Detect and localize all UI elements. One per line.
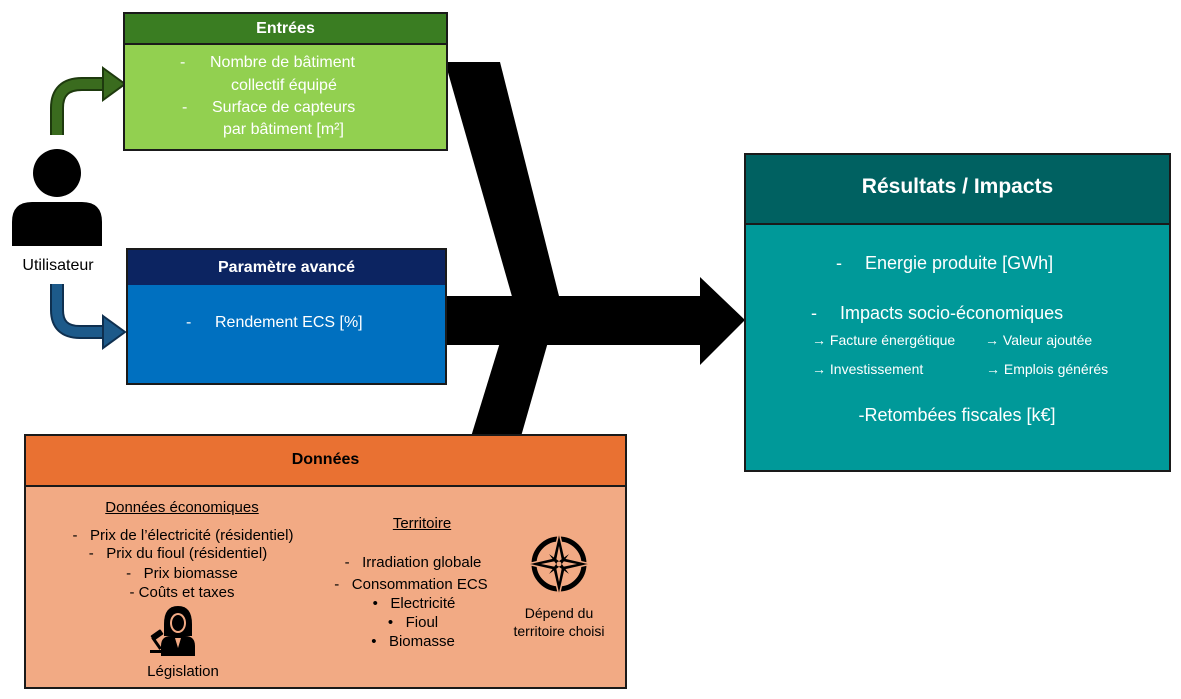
results-sub-3: → Investissement xyxy=(812,361,924,377)
data-title: Données xyxy=(291,451,360,468)
territory-item-4: • Fioul xyxy=(387,614,439,631)
inputs-header: Entrées xyxy=(125,14,446,45)
advanced-header: Paramètre avancé xyxy=(128,250,445,285)
economic-item-4: - Coûts et taxes xyxy=(129,584,235,601)
judge-icon xyxy=(150,606,195,656)
results-fiscal: -Retombées fiscales [k€] xyxy=(858,405,1056,425)
user-label: Utilisateur xyxy=(22,257,94,274)
advanced-dash: - xyxy=(186,314,192,331)
economic-item-1: - Prix de l’électricité (résidentiel) xyxy=(72,527,294,544)
compass-icon xyxy=(527,532,591,596)
territory-item-2: - Consommation ECS xyxy=(334,576,488,593)
inputs-item-1-cont: collectif équipé xyxy=(231,77,337,94)
data-box: Données Données économiques - Prix de l’… xyxy=(24,434,627,689)
results-impacts-dash: - xyxy=(811,303,817,323)
inputs-box: Entrées - Nombre de bâtiment collectif é… xyxy=(123,12,448,151)
person-icon xyxy=(12,149,102,246)
economic-item-3: - Prix biomasse xyxy=(126,565,238,582)
economic-item-2: - Prix du fioul (résidentiel) xyxy=(88,545,268,562)
arrow-shaft xyxy=(445,277,745,365)
results-header: Résultats / Impacts xyxy=(746,155,1169,225)
territory-item-5: • Biomasse xyxy=(371,633,455,650)
results-energy: Energie produite [GWh] xyxy=(865,253,1054,273)
inputs-item-2: Surface de capteurs xyxy=(212,99,356,116)
territory-note-2: territoire choisi xyxy=(513,623,605,639)
results-impacts: Impacts socio-économiques xyxy=(840,303,1064,323)
data-header: Données xyxy=(26,436,625,487)
results-title: Résultats / Impacts xyxy=(861,175,1054,198)
advanced-box: Paramètre avancé - Rendement ECS [%] xyxy=(126,248,447,385)
territory-item-1: - Irradiation globale xyxy=(344,554,482,571)
results-sub-1: → Facture énergétique xyxy=(812,332,956,348)
territory-heading: Territoire xyxy=(392,515,452,532)
territory-item-3: • Electricité xyxy=(372,595,456,612)
inputs-dash-2: - xyxy=(182,99,188,116)
inputs-dash-1: - xyxy=(180,54,186,71)
results-sub-4: → Emplois générés xyxy=(986,361,1109,377)
inputs-item-1: Nombre de bâtiment xyxy=(210,54,355,71)
results-box: Résultats / Impacts - Energie produite [… xyxy=(744,153,1171,472)
territory-note-1: Dépend du xyxy=(524,605,594,621)
advanced-title: Paramètre avancé xyxy=(218,259,355,276)
results-energy-dash: - xyxy=(836,253,842,273)
legislation-label: Législation xyxy=(147,663,219,680)
inputs-item-2-cont: par bâtiment [m²] xyxy=(223,121,344,138)
results-sub-2: → Valeur ajoutée xyxy=(985,332,1093,348)
arrow-branch-upper xyxy=(445,62,560,300)
advanced-item: Rendement ECS [%] xyxy=(215,314,363,331)
economic-heading: Données économiques xyxy=(105,499,259,516)
inputs-title: Entrées xyxy=(256,20,315,37)
